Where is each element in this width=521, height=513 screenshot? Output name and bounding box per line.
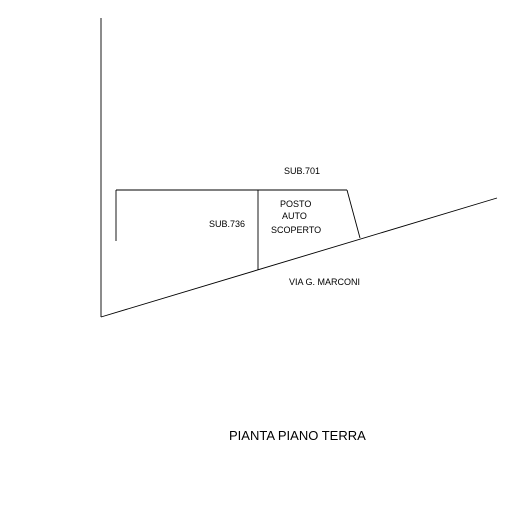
posto-label: POSTO — [280, 199, 311, 209]
street-name-label: VIA G. MARCONI — [289, 277, 360, 287]
parking-east-boundary — [346, 189, 361, 239]
sub-701-label: SUB.701 — [284, 166, 320, 176]
drawing-title: PIANTA PIANO TERRA — [229, 428, 366, 443]
auto-label: AUTO — [282, 211, 307, 221]
sub-736-label: SUB.736 — [209, 219, 245, 229]
scoperto-label: SCOPERTO — [271, 225, 321, 235]
street-boundary-line — [100, 197, 498, 318]
